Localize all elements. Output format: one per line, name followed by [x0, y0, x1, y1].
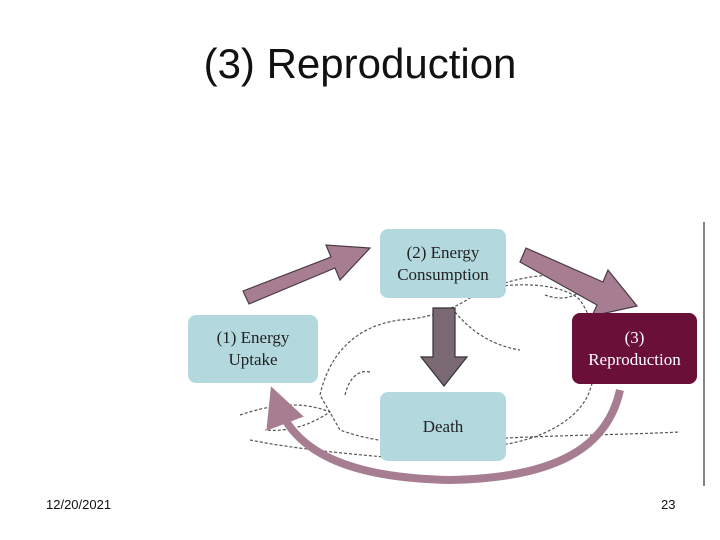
node-energy-uptake: (1) Energy Uptake — [188, 315, 318, 383]
slide-page-number: 23 — [661, 497, 676, 512]
slide-date: 12/20/2021 — [46, 497, 112, 512]
node-energy-consumption: (2) Energy Consumption — [380, 229, 506, 298]
arrow-consumption-to-death — [419, 307, 469, 387]
slide-title: (3) Reproduction — [203, 40, 517, 87]
arrow-consumption-to-reproduction — [519, 247, 639, 317]
arrow-reproduction-to-uptake-curve — [266, 386, 624, 485]
arrow-uptake-to-consumption — [242, 244, 372, 305]
node-death: Death — [380, 392, 506, 461]
node-reproduction: (3) Reproduction — [572, 313, 697, 384]
